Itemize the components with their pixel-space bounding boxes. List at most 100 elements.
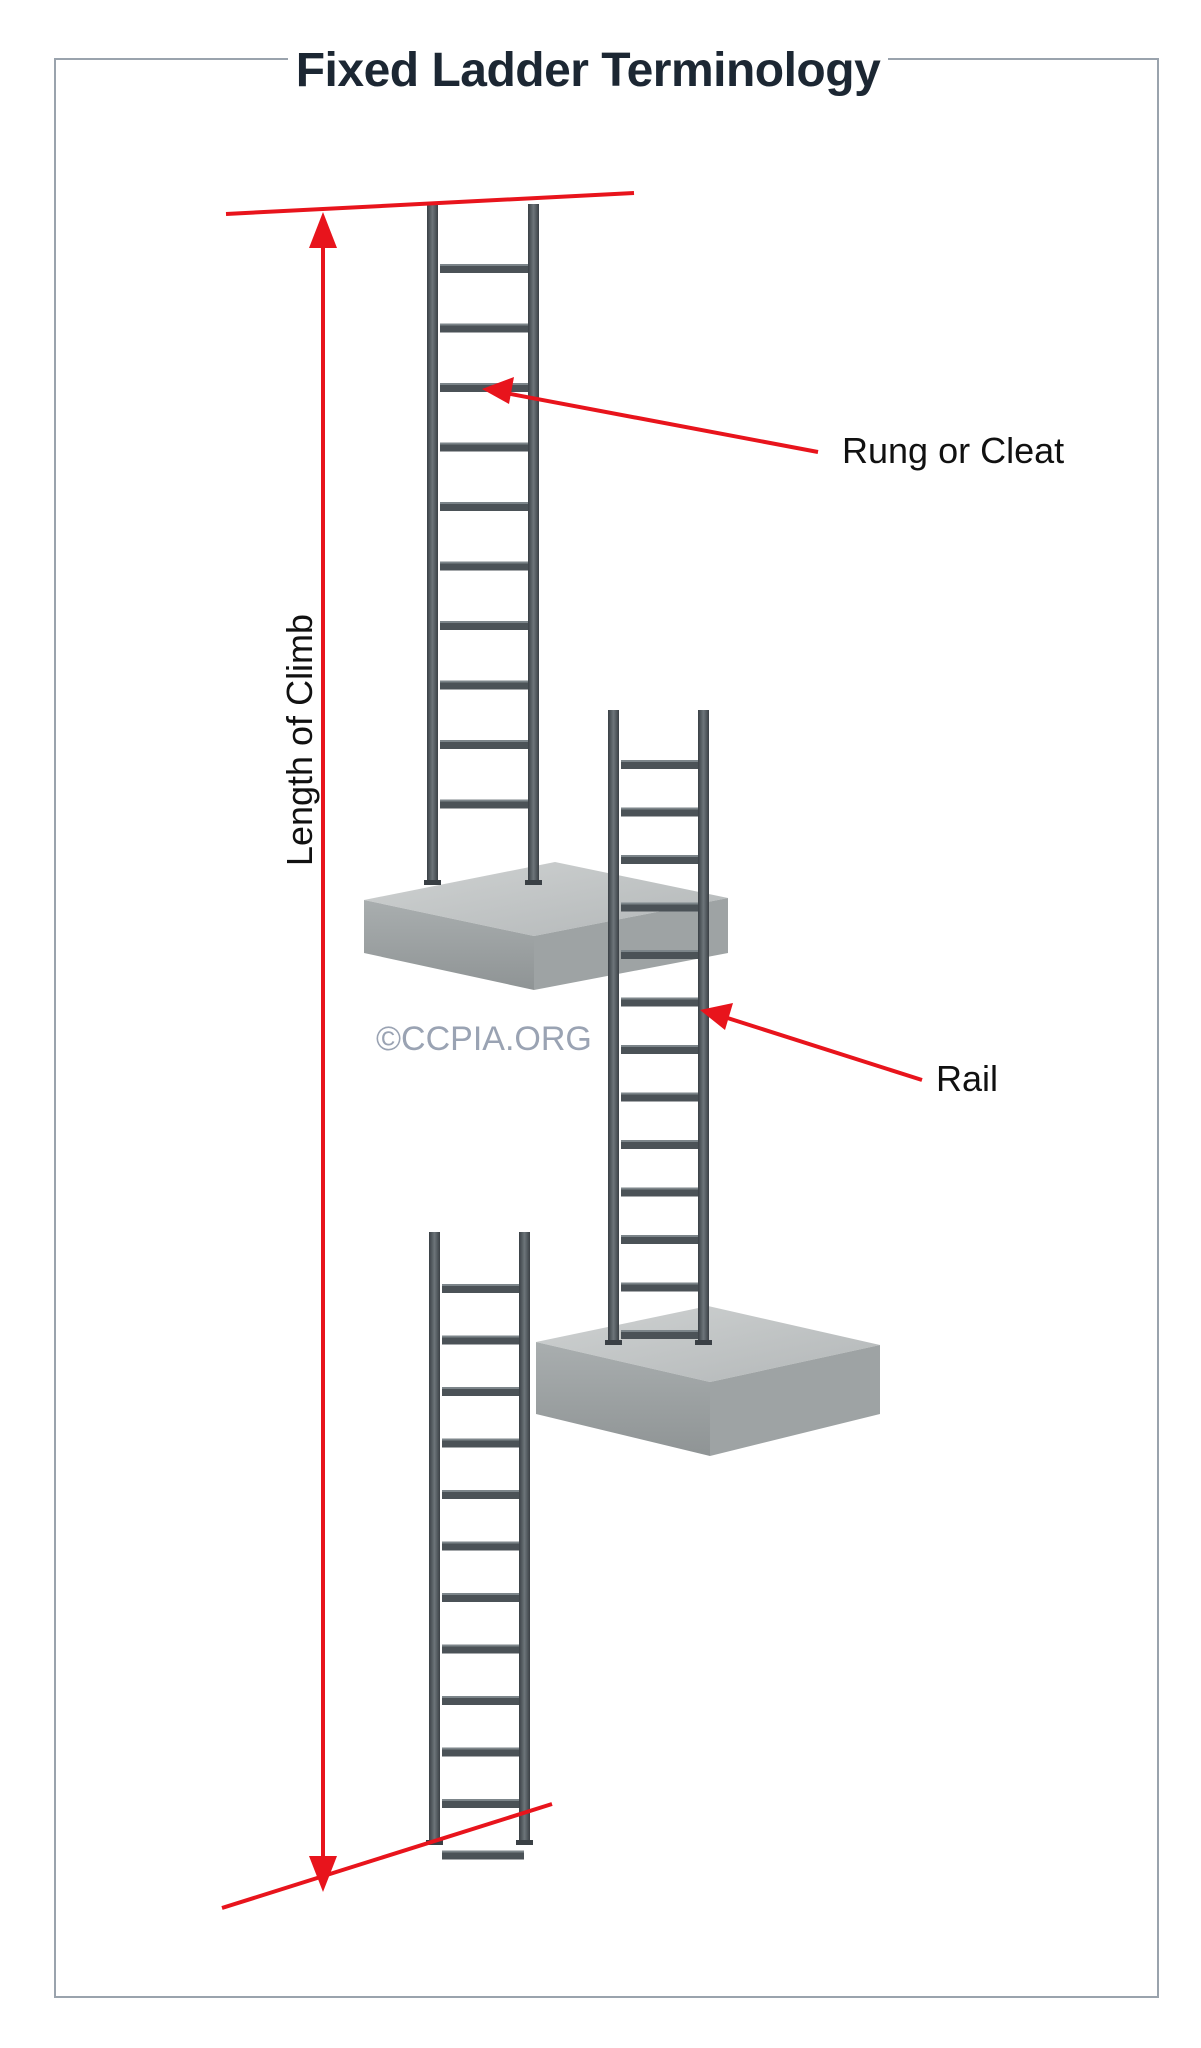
middle-ladder-rung-highlight (621, 1140, 703, 1142)
middle-ladder-rung (621, 1045, 703, 1054)
top-ladder (424, 204, 542, 885)
bottom-ladder-rung (442, 1284, 524, 1293)
top-ladder-rung (440, 264, 533, 273)
bottom-ladder (426, 1232, 533, 1860)
middle-ladder-rung-highlight (621, 1282, 703, 1285)
bottom-ladder-rung-highlight (442, 1335, 524, 1338)
middle-ladder-rung-highlight (621, 997, 703, 1000)
bottom-ladder-rung-highlight (442, 1490, 524, 1492)
lower-platform-side (710, 1345, 880, 1456)
top-extent-line (225, 191, 635, 216)
top-ladder-rung-highlight (440, 740, 533, 742)
middle-ladder-rail-right (698, 710, 709, 1344)
middle-ladder-rung (621, 1282, 703, 1292)
middle-ladder-rung (621, 1330, 703, 1339)
upper-platform-front (364, 900, 534, 990)
middle-ladder-rail-left (608, 710, 619, 1344)
top-ladder-rail-foot-left (424, 880, 441, 885)
bottom-extent-line (221, 1802, 553, 1910)
middle-ladder-rung (621, 1235, 703, 1244)
lower-platform-front (536, 1342, 710, 1456)
top-ladder-rung-highlight (440, 383, 533, 385)
upper-platform (364, 862, 728, 990)
middle-ladder-rung (621, 1092, 703, 1102)
top-ladder-rung-highlight (440, 561, 533, 564)
bottom-ladder-rung (442, 1490, 524, 1499)
bottom-ladder-rung (442, 1799, 524, 1808)
bottom-ladder-rung-highlight (442, 1850, 524, 1853)
bottom-ladder-rung (442, 1593, 524, 1602)
middle-ladder-rung (621, 807, 703, 817)
middle-ladder-rung-highlight (621, 807, 703, 810)
bottom-ladder-rung-highlight (442, 1644, 524, 1647)
middle-ladder-rung (621, 1187, 703, 1197)
bottom-ladder-rung (442, 1438, 524, 1448)
top-ladder-rung-highlight (440, 264, 533, 266)
rung-callout (482, 377, 819, 454)
length-of-climb-indicator (221, 191, 635, 1910)
bottom-ladder-rung (442, 1644, 524, 1654)
upper-platform-top (364, 862, 728, 936)
bottom-ladder-rail-right (519, 1232, 530, 1844)
middle-ladder-rung-highlight (621, 902, 703, 905)
page-title: Fixed Ladder Terminology (288, 36, 888, 106)
bottom-ladder-rung-highlight (442, 1284, 524, 1286)
rail-callout-arrow-icon (700, 1003, 733, 1030)
top-ladder-rung-highlight (440, 502, 533, 504)
top-ladder-rung (440, 740, 533, 749)
top-ladder-rung (440, 561, 533, 571)
bottom-ladder-rung-highlight (442, 1696, 524, 1698)
middle-ladder-rung-highlight (621, 1092, 703, 1095)
bottom-ladder-rung-highlight (442, 1387, 524, 1389)
bottom-ladder-rung-highlight (442, 1799, 524, 1801)
middle-ladder-rung-highlight (621, 1187, 703, 1190)
bottom-ladder-rail-foot-right (516, 1840, 533, 1845)
top-ladder-rung (440, 799, 533, 809)
top-ladder-rung-highlight (440, 323, 533, 326)
top-ladder-rung-highlight (440, 442, 533, 445)
bottom-ladder-rung (442, 1541, 524, 1551)
middle-ladder-rail-foot-right (695, 1340, 712, 1345)
length-arrow-bottom-icon (309, 1856, 337, 1892)
bottom-ladder-rung-highlight (442, 1747, 524, 1750)
middle-ladder-rung (621, 1140, 703, 1149)
middle-ladder (605, 710, 712, 1345)
top-ladder-rail-foot-right (525, 880, 542, 885)
rung-callout-arrow-icon (482, 377, 514, 404)
top-ladder-rail-right (528, 204, 539, 884)
length-of-climb-label: Length of Climb (279, 613, 320, 867)
rail-callout (700, 1003, 923, 1082)
top-ladder-rung (440, 502, 533, 511)
middle-ladder-rung-highlight (621, 760, 703, 762)
copyright-watermark: ©CCPIA.ORG (376, 1020, 592, 1058)
rung-label: Rung or Cleat (842, 430, 1065, 471)
bottom-ladder-rung (442, 1850, 524, 1860)
bottom-ladder-rail-left (429, 1232, 440, 1844)
middle-ladder-rung (621, 997, 703, 1007)
bottom-ladder-rung (442, 1387, 524, 1396)
rail-callout-line (717, 1013, 923, 1082)
rail-label: Rail (936, 1058, 999, 1099)
bottom-ladder-rung (442, 1335, 524, 1345)
rung-callout-line (499, 390, 819, 454)
top-ladder-rung (440, 680, 533, 690)
top-ladder-rung (440, 323, 533, 333)
middle-ladder-rung (621, 760, 703, 769)
top-ladder-rung (440, 442, 533, 452)
upper-platform-side (534, 898, 728, 990)
middle-ladder-rail-foot-left (605, 1340, 622, 1345)
length-arrow-top-icon (309, 212, 337, 248)
bottom-ladder-rung-highlight (442, 1593, 524, 1595)
top-ladder-rung-highlight (440, 799, 533, 802)
top-ladder-rail-left (427, 204, 438, 884)
bottom-ladder-rung (442, 1747, 524, 1757)
top-ladder-rung (440, 621, 533, 630)
middle-ladder-rung-highlight (621, 1235, 703, 1237)
bottom-ladder-rung-highlight (442, 1438, 524, 1441)
top-ladder-rung-highlight (440, 680, 533, 683)
middle-ladder-rung-highlight (621, 1330, 703, 1332)
middle-ladder-rung (621, 950, 703, 959)
bottom-ladder-rung (442, 1696, 524, 1705)
